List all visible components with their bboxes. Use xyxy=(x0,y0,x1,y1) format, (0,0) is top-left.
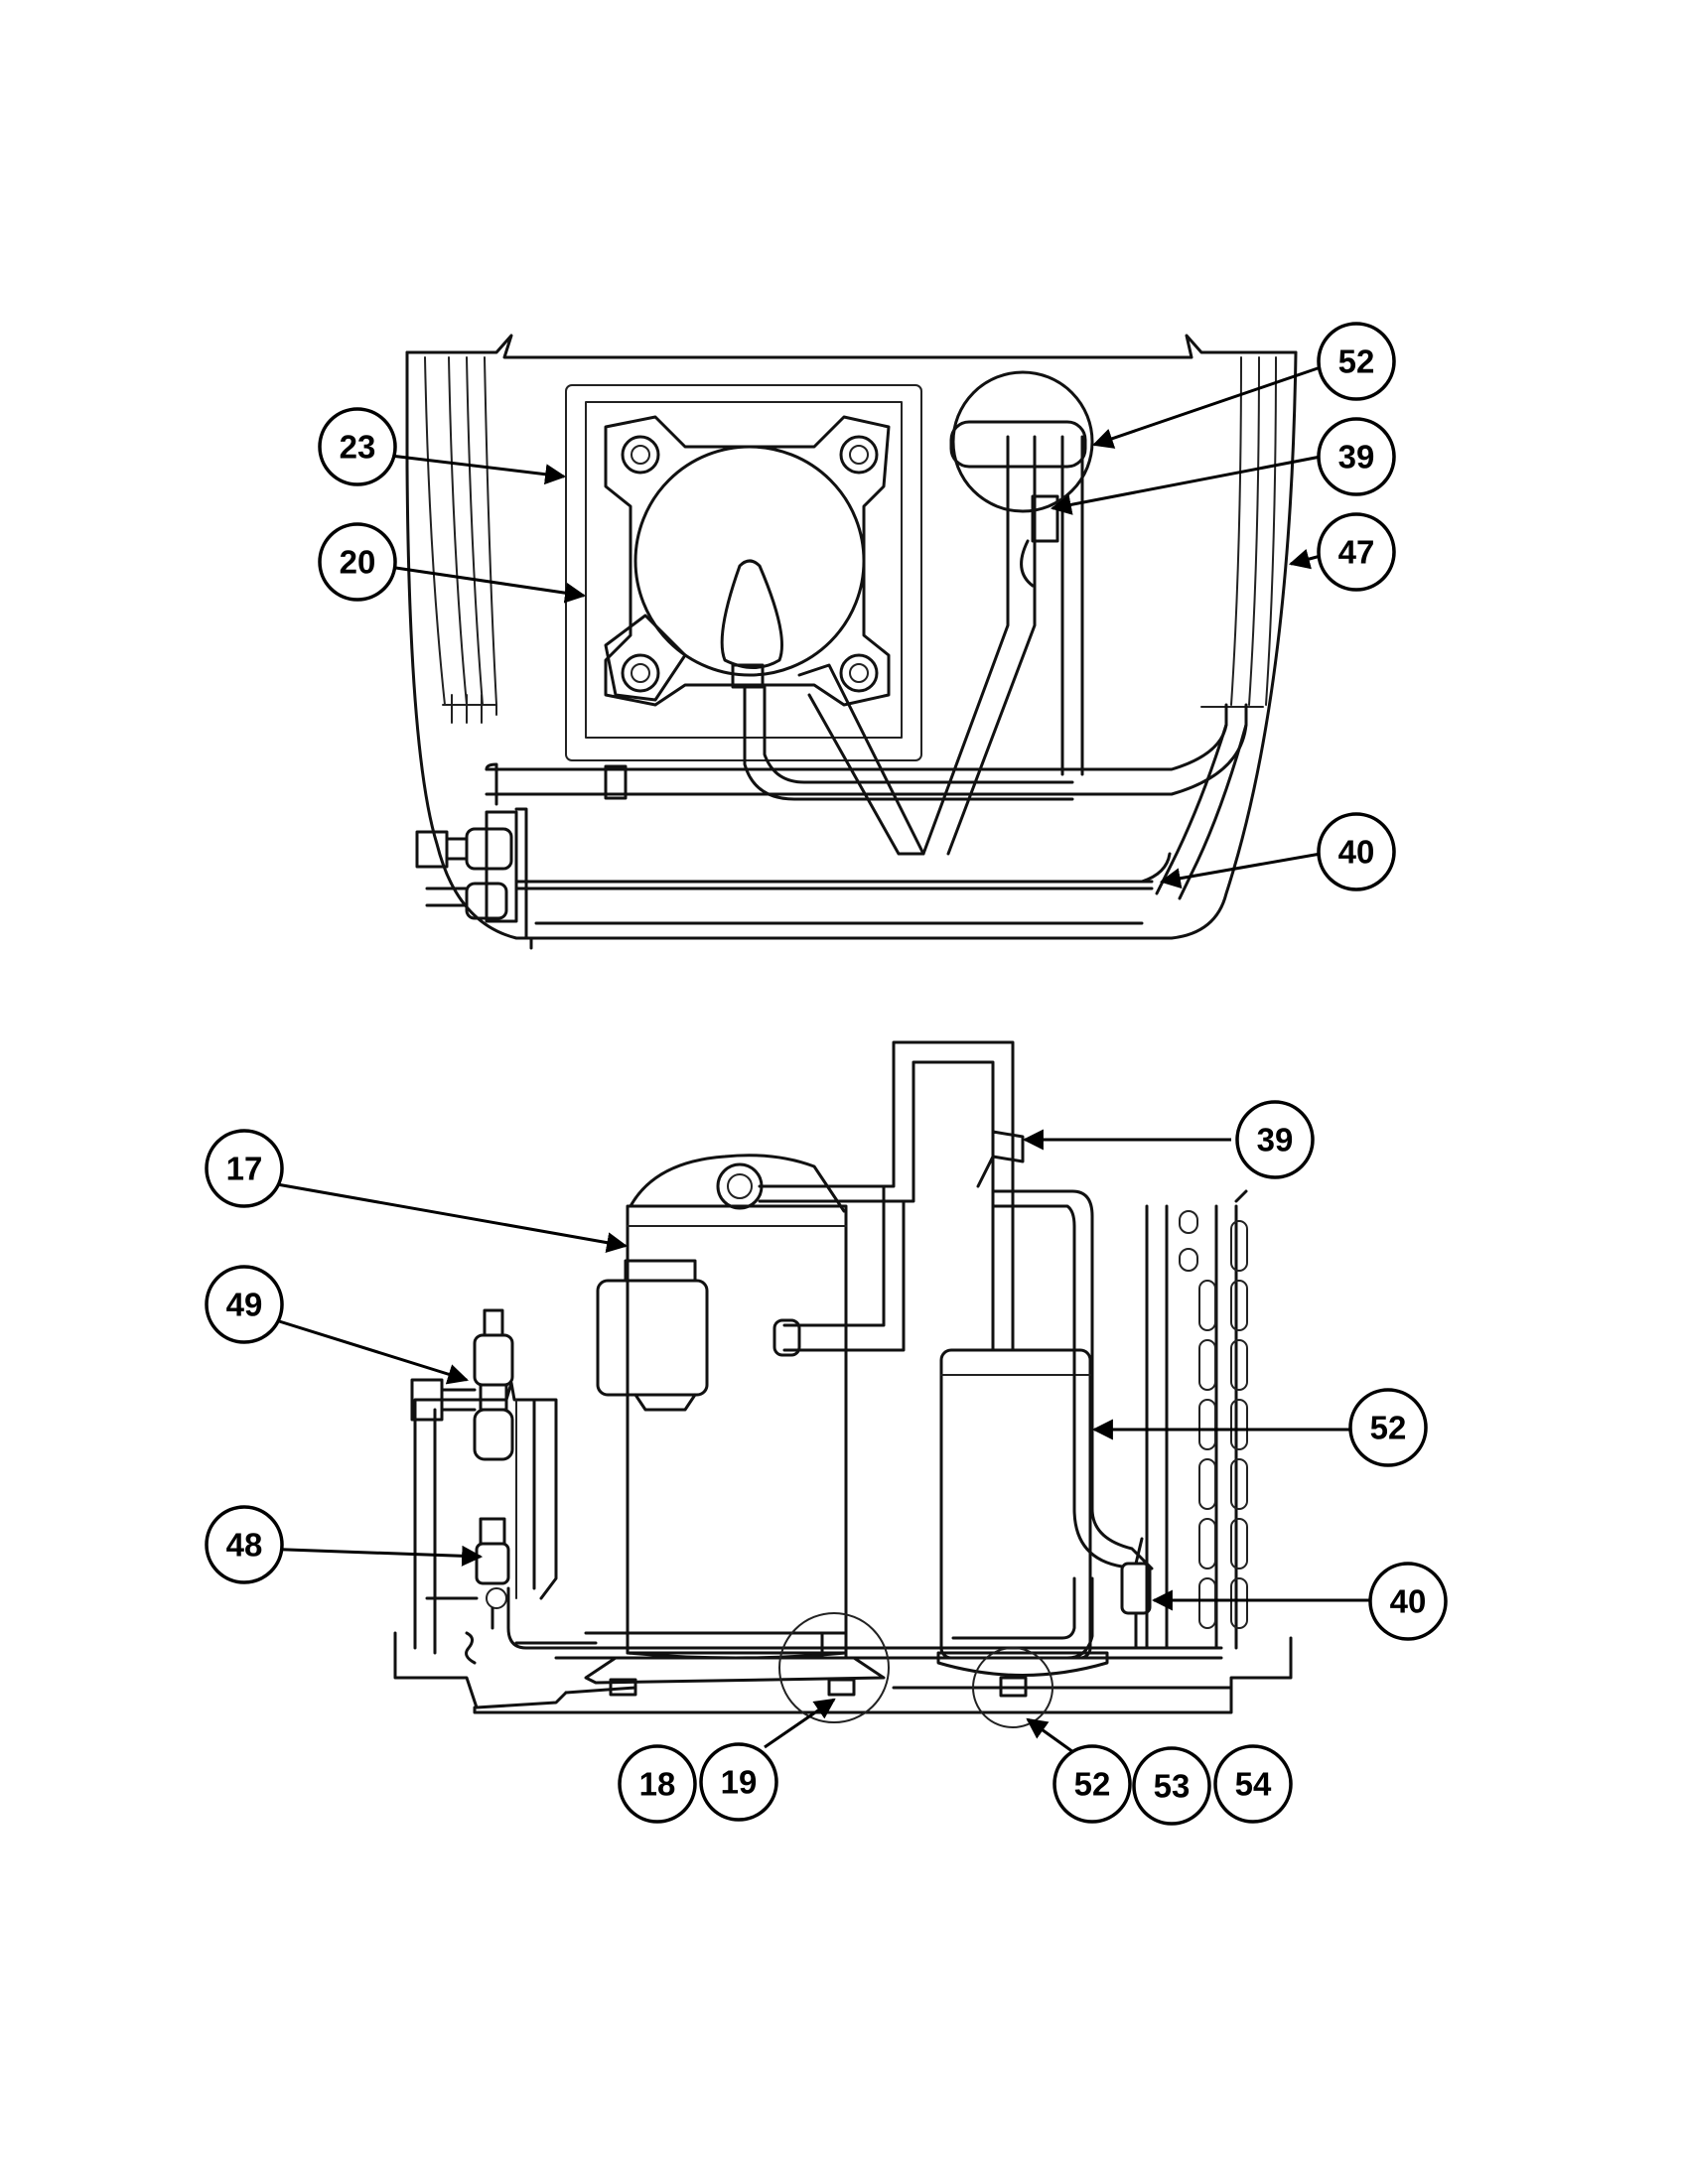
svg-text:54: 54 xyxy=(1235,1766,1272,1803)
svg-text:40: 40 xyxy=(1390,1583,1427,1620)
callout-53: 53 xyxy=(1132,1746,1211,1826)
callout-40: 40 xyxy=(1368,1562,1448,1641)
svg-text:52: 52 xyxy=(1338,343,1375,380)
front-view-leaders xyxy=(259,1129,1370,1764)
svg-text:40: 40 xyxy=(1338,834,1375,871)
callout-47: 47 xyxy=(1317,512,1396,592)
callout-19: 19 xyxy=(699,1742,778,1822)
svg-text:48: 48 xyxy=(226,1527,263,1564)
svg-text:52: 52 xyxy=(1370,1410,1407,1446)
callout-48: 48 xyxy=(205,1505,284,1584)
svg-text:23: 23 xyxy=(340,429,376,466)
callout-52: 52 xyxy=(1052,1744,1132,1824)
top-view-drawing xyxy=(405,334,1298,950)
svg-text:39: 39 xyxy=(1257,1122,1294,1159)
callout-49: 49 xyxy=(205,1265,284,1344)
svg-text:17: 17 xyxy=(226,1151,263,1187)
svg-text:19: 19 xyxy=(721,1764,758,1801)
callout-23: 23 xyxy=(318,407,397,486)
svg-text:52: 52 xyxy=(1074,1766,1111,1803)
callout-17: 17 xyxy=(205,1129,284,1208)
callout-18: 18 xyxy=(618,1744,697,1824)
callout-39: 39 xyxy=(1235,1100,1315,1179)
svg-text:39: 39 xyxy=(1338,439,1375,476)
top-view-leaders xyxy=(381,365,1322,889)
callout-20: 20 xyxy=(318,522,397,602)
svg-text:18: 18 xyxy=(639,1766,676,1803)
svg-text:20: 20 xyxy=(340,544,376,581)
front-view-drawing xyxy=(393,1040,1293,1728)
svg-text:53: 53 xyxy=(1154,1768,1191,1805)
svg-text:47: 47 xyxy=(1338,534,1375,571)
callout-52: 52 xyxy=(1317,322,1396,401)
svg-text:49: 49 xyxy=(226,1287,263,1323)
callout-39: 39 xyxy=(1317,417,1396,496)
callout-52: 52 xyxy=(1348,1388,1428,1467)
callout-54: 54 xyxy=(1213,1744,1293,1824)
callout-40: 40 xyxy=(1317,812,1396,891)
